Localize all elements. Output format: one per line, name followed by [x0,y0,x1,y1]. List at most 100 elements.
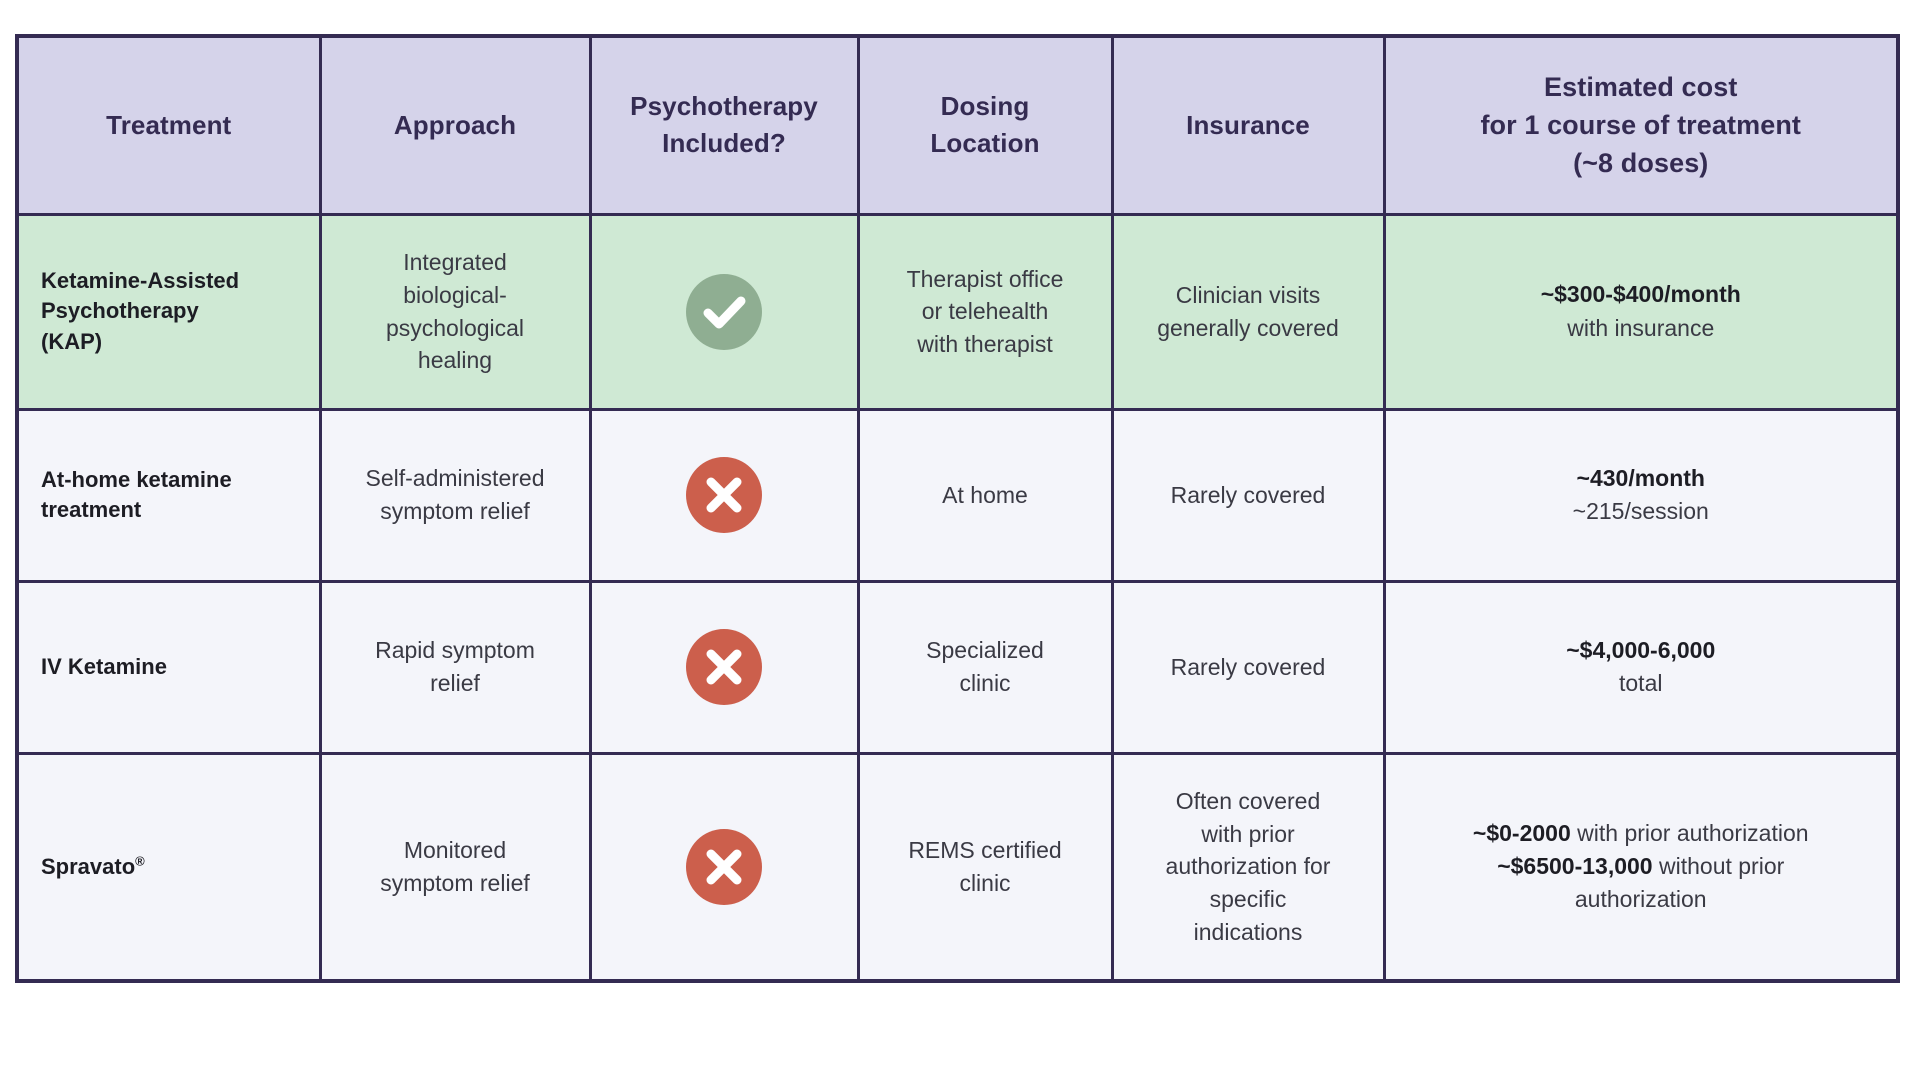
table-row-at-home-ketamine: At-home ketamine treatment Self-administ… [15,407,1900,583]
insurance-line5: indications [1193,918,1303,945]
approach-line2: biological- [403,281,507,308]
cost-primary: ~$4,000-6,000 [1566,636,1716,663]
cost-line-1-amount: ~$0-2000 [1472,819,1571,846]
dosing-line2: clinic [959,869,1011,896]
cell-dosing-kap: Therapist office or telehealth with ther… [856,212,1114,411]
column-header-treatment: Treatment [15,34,322,216]
cell-cost-spravato: ~$0-2000 with prior authorization ~$6500… [1382,751,1900,983]
dosing-line1: At home [942,481,1028,508]
insurance-line1: Rarely covered [1170,653,1326,680]
treatment-name-line1: IV Ketamine [41,653,167,679]
cell-treatment-at-home-ketamine: At-home ketamine treatment [15,407,322,583]
column-header-dosing-line1: Dosing [940,91,1030,122]
cell-insurance-kap: Clinician visits generally covered [1110,212,1386,411]
column-header-insurance: Insurance [1110,34,1386,216]
insurance-line3: authorization for [1165,853,1331,880]
approach-line2: relief [430,670,480,696]
insurance-line1: Clinician visits [1175,281,1321,308]
table-row-kap: Ketamine-Assisted Psychotherapy (KAP) In… [15,212,1900,411]
treatment-comparison-table: Treatment Approach Psychotherapy Include… [15,34,1900,983]
approach-line1: Rapid symptom [375,637,535,664]
treatment-name-line1: Spravato [41,853,136,879]
cell-treatment-iv-ketamine: IV Ketamine [15,579,322,755]
treatment-name-line3: (KAP) [41,328,103,354]
cell-approach-kap: Integrated biological- psychological hea… [318,212,592,411]
cost-line-3: authorization [1574,886,1707,913]
cell-dosing-iv-ketamine: Specialized clinic [856,579,1114,755]
column-header-cost: Estimated cost for 1 course of treatment… [1382,34,1900,216]
dosing-line3: with therapist [917,330,1053,357]
approach-line4: healing [417,347,493,374]
cell-dosing-at-home-ketamine: At home [856,407,1114,583]
dosing-line2: or telehealth [921,298,1049,325]
treatment-name-line2: Psychotherapy [41,298,199,324]
column-header-approach-label: Approach [393,109,517,140]
approach-line1: Monitored [403,837,507,864]
cell-insurance-spravato: Often covered with prior authorization f… [1110,751,1386,983]
approach-line1: Integrated [403,249,507,276]
cell-cost-kap: ~$300-$400/month with insurance [1382,212,1900,411]
table-row-spravato: Spravato® Monitored symptom relief REMS … [15,751,1900,983]
cell-insurance-iv-ketamine: Rarely covered [1110,579,1386,755]
cost-secondary: ~215/session [1572,498,1709,524]
column-header-treatment-label: Treatment [106,109,232,140]
approach-line2: symptom relief [380,869,530,896]
table-body: Ketamine-Assisted Psychotherapy (KAP) In… [15,212,1900,983]
cross-circle-icon [686,629,762,705]
cost-line-1: ~$0-2000 with prior authorization [1400,817,1883,850]
approach-line2: symptom relief [380,498,530,524]
insurance-line2: with prior [1201,820,1295,847]
cost-primary: ~$300-$400/month [1540,281,1741,308]
column-header-dosing: Dosing Location [856,34,1114,216]
cell-treatment-kap: Ketamine-Assisted Psychotherapy (KAP) [15,212,322,411]
table-header: Treatment Approach Psychotherapy Include… [15,34,1900,216]
cell-treatment-spravato: Spravato® [15,751,322,983]
cost-line-2-amount: ~$6500-13,000 [1497,853,1653,880]
column-header-dosing-line2: Location [930,128,1040,159]
cell-cost-iv-ketamine: ~$4,000-6,000 total [1382,579,1900,755]
column-header-psychotherapy-line1: Psychotherapy [630,91,818,122]
column-header-cost-line2: for 1 course of treatment [1480,110,1802,141]
dosing-line1: Specialized [926,637,1044,664]
cost-secondary: total [1619,670,1663,696]
treatment-name-line1: At-home ketamine [41,466,232,492]
cell-cost-at-home-ketamine: ~430/month ~215/session [1382,407,1900,583]
approach-line1: Self-administered [365,465,545,492]
treatment-name-line2: treatment [41,497,142,522]
registered-trademark-icon: ® [135,853,145,869]
cost-line-2: ~$6500-13,000 without prior [1400,850,1883,883]
insurance-line1: Often covered [1175,788,1321,815]
approach-line3: psychological [385,314,525,341]
cell-approach-spravato: Monitored symptom relief [318,751,592,983]
cell-psychotherapy-kap [588,212,860,411]
cell-approach-at-home-ketamine: Self-administered symptom relief [318,407,592,583]
column-header-insurance-label: Insurance [1186,109,1310,140]
cross-circle-icon [686,457,762,533]
cell-psychotherapy-spravato [588,751,860,983]
cost-secondary: with insurance [1567,314,1715,341]
insurance-line4: specific [1209,886,1287,913]
cell-psychotherapy-at-home-ketamine [588,407,860,583]
check-circle-icon [686,273,762,350]
column-header-cost-line1: Estimated cost [1544,71,1738,102]
cell-psychotherapy-iv-ketamine [588,579,860,755]
cell-dosing-spravato: REMS certified clinic [856,751,1114,983]
dosing-line1: REMS certified [908,837,1062,864]
column-header-cost-line3: (~8 doses) [1573,148,1709,179]
cell-approach-iv-ketamine: Rapid symptom relief [318,579,592,755]
cost-line-1-note: with prior authorization [1570,819,1809,846]
table-row-iv-ketamine: IV Ketamine Rapid symptom relief Special… [15,579,1900,755]
dosing-line2: clinic [959,670,1011,696]
column-header-psychotherapy-line2: Included? [662,128,786,159]
cost-primary: ~430/month [1576,464,1705,491]
column-header-psychotherapy: Psychotherapy Included? [588,34,860,216]
cost-line-2-note: without prior [1652,853,1785,880]
treatment-name-line1: Ketamine-Assisted [41,267,240,293]
cell-insurance-at-home-ketamine: Rarely covered [1110,407,1386,583]
header-row: Treatment Approach Psychotherapy Include… [15,34,1900,216]
insurance-line1: Rarely covered [1170,481,1326,508]
insurance-line2: generally covered [1157,314,1339,341]
cross-circle-icon [686,828,762,905]
dosing-line1: Therapist office [906,265,1064,292]
